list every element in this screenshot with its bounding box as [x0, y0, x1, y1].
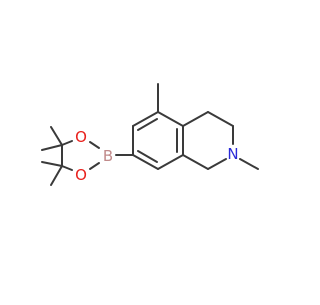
nitrogen-atom-label: N	[227, 145, 238, 163]
bond-c4-c3	[207, 111, 234, 127]
bond-b-o-top	[89, 141, 100, 149]
bond-c6-c5-inner	[137, 118, 158, 131]
bond-top-methyl-up	[50, 126, 63, 146]
bond-n-c1	[207, 158, 227, 170]
oxygen-bottom-atom-label: O	[75, 166, 87, 184]
bond-bottom-methyl-down	[50, 165, 63, 186]
structure-svg: B O O N	[41, 83, 259, 186]
bond-c8-c7	[132, 154, 159, 170]
bond-c5-c4a	[157, 111, 184, 127]
bond-c6-c5	[132, 111, 159, 127]
bond-bottom-methyl-left	[41, 161, 63, 167]
bond-top-methyl-left	[41, 144, 63, 151]
bond-c8a-c8	[157, 154, 184, 170]
boron-atom-label: B	[103, 147, 113, 165]
bond-c8-c7-inner	[137, 150, 158, 163]
bond-o-bottom-c	[61, 165, 73, 171]
bond-n-methyl	[239, 158, 259, 170]
molecule-diagram: B O O N	[41, 83, 259, 186]
bond-b-o-bottom	[89, 162, 100, 170]
bond-c1-c8a	[182, 154, 209, 170]
bond-c4a-c4	[182, 111, 209, 127]
oxygen-top-atom-label: O	[75, 128, 87, 146]
bonds	[41, 83, 259, 186]
bond-o-top-c	[61, 140, 73, 146]
